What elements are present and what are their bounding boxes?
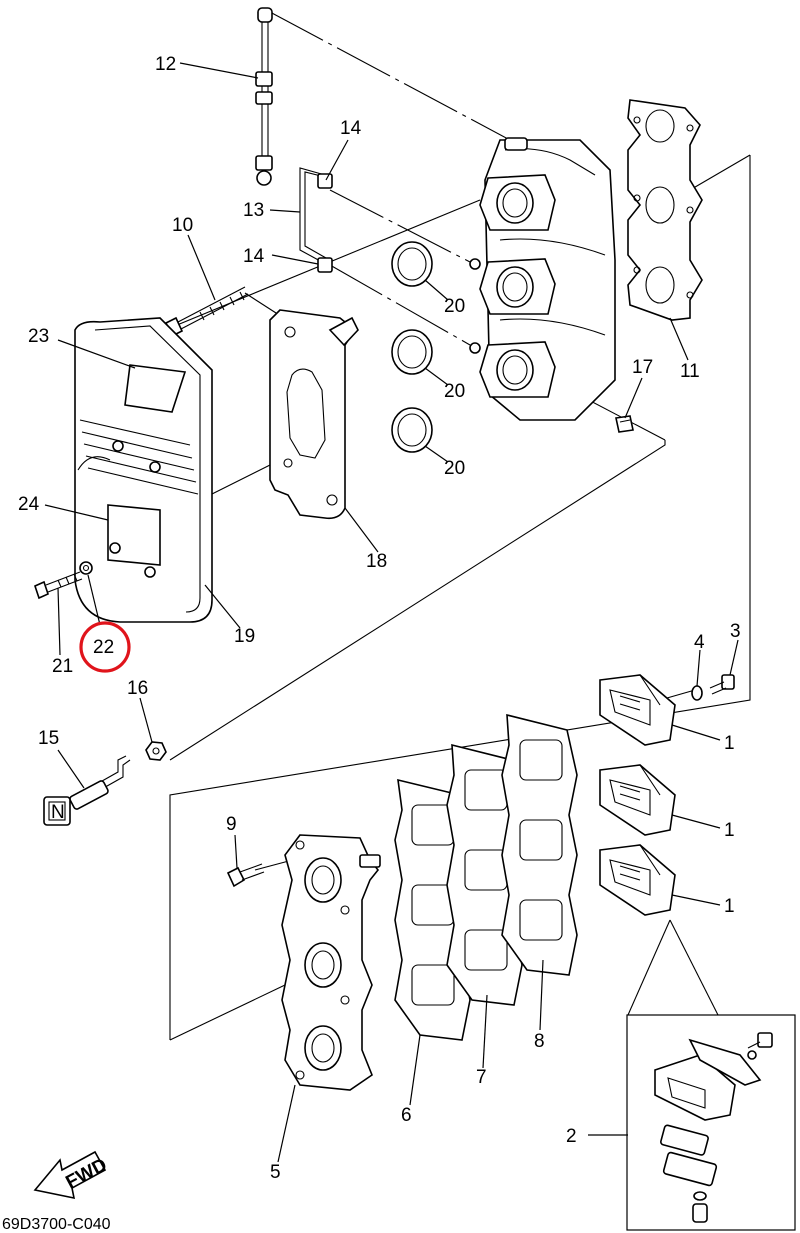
callout-7: 7 — [476, 1067, 487, 1088]
callout-24: 24 — [18, 494, 40, 515]
part-19-silencer-cover — [74, 317, 213, 623]
knob-letter: N — [51, 802, 65, 823]
part-20-oring-1 — [391, 241, 433, 287]
callout-1-b: 1 — [724, 820, 735, 841]
part-1-reed-valve-3 — [599, 844, 676, 916]
callout-5: 5 — [270, 1162, 281, 1183]
part-16-nut — [145, 741, 167, 761]
callout-4: 4 — [694, 632, 705, 653]
callout-10: 10 — [172, 215, 193, 236]
part-8-gasket — [501, 713, 578, 976]
callout-8: 8 — [534, 1031, 545, 1052]
callout-19: 19 — [234, 626, 255, 647]
callout-16: 16 — [127, 678, 148, 699]
carburetor-assembly — [469, 137, 616, 421]
callout-1-a: 1 — [724, 733, 735, 754]
callout-18: 18 — [366, 551, 387, 572]
part-14-clip-upper — [317, 173, 333, 189]
callout-11: 11 — [680, 361, 700, 382]
part-18-gasket — [269, 309, 359, 520]
callout-20-a: 20 — [444, 296, 465, 317]
part-21-screw — [34, 571, 83, 600]
part-1-reed-valve-1 — [599, 674, 676, 746]
part-15-choke-knob — [43, 755, 131, 826]
part-20-oring-3 — [391, 407, 433, 453]
callout-22-highlight-ring — [79, 621, 131, 673]
callout-2: 2 — [566, 1126, 577, 1147]
part-14-clip-lower — [317, 257, 333, 273]
callout-12: 12 — [155, 54, 176, 75]
part-1-reed-valve-2 — [599, 764, 676, 836]
callout-17: 17 — [632, 357, 653, 378]
callout-23: 23 — [28, 326, 49, 347]
diagram-code: 69D3700-C040 — [2, 1216, 111, 1233]
callout-14-lower: 14 — [243, 246, 265, 267]
callout-9: 9 — [226, 814, 237, 835]
callout-22: 22 — [93, 637, 114, 658]
callout-6: 6 — [401, 1105, 412, 1126]
part-9-bolt — [226, 863, 265, 888]
callout-13: 13 — [243, 200, 264, 221]
callout-15: 15 — [38, 728, 59, 749]
part-12-hose-clip — [255, 7, 273, 186]
callout-20-b: 20 — [444, 381, 465, 402]
part-22-grommet — [79, 561, 93, 575]
part-13-hose — [299, 167, 330, 263]
part-17-clip — [615, 415, 634, 433]
inset-detail-box — [626, 919, 796, 1231]
callout-14-upper: 14 — [340, 118, 362, 139]
part-4-washer — [691, 685, 703, 701]
callout-3: 3 — [730, 621, 741, 642]
leader-lines — [44, 62, 739, 1163]
callout-labels: 12 14 13 10 14 23 20 20 20 11 17 24 18 1… — [18, 54, 741, 1183]
callout-21: 21 — [52, 656, 73, 677]
part-10-bolt — [164, 286, 249, 338]
part-5-reed-plate — [281, 834, 381, 1091]
callout-1-c: 1 — [724, 896, 735, 917]
part-11-gasket — [627, 99, 703, 321]
part-6-gasket — [394, 778, 471, 1041]
part-3-screw — [709, 674, 735, 695]
callout-20-c: 20 — [444, 458, 465, 479]
fwd-arrow-icon: FWD — [33, 1150, 111, 1200]
part-20-oring-2 — [391, 329, 433, 375]
part-7-gasket — [446, 743, 523, 1006]
